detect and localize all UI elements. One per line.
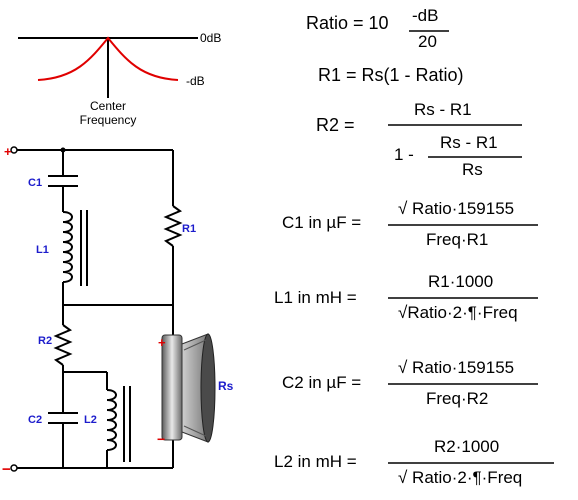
l2-label: L2 [84, 414, 97, 426]
input-minus-label: − [2, 461, 11, 478]
c2-denominator: Freq·R2 [426, 389, 489, 408]
r1-resistor [163, 205, 183, 247]
minus-db-label: -dB [186, 74, 205, 88]
l1-numerator: R1·1000 [428, 272, 494, 291]
c1-lhs: C1 in µF = [282, 213, 362, 232]
l2-lhs: L2 in mH = [274, 452, 357, 471]
ratio-formula: Ratio = 10 [306, 13, 389, 33]
ratio-exponent-denominator: 20 [418, 32, 437, 51]
c2-lhs: C2 in µF = [282, 373, 362, 392]
r2-lhs: R2 = [316, 115, 355, 135]
l1-label: L1 [36, 244, 49, 256]
speaker-minus-label: − [157, 431, 165, 447]
r1-label: R1 [182, 223, 196, 235]
r2-resistor [53, 324, 73, 366]
zero-db-label: 0dB [200, 31, 221, 45]
input-minus-terminal [10, 464, 18, 472]
junction-dot [60, 147, 66, 153]
l2-denominator: √ Ratio·2·¶·Freq [398, 468, 523, 487]
l1-coil [62, 211, 73, 283]
ratio-exponent-numerator: -dB [412, 6, 439, 25]
c1-label: C1 [28, 177, 42, 189]
response-plot: 0dB -dB Center Frequency [18, 31, 221, 127]
center-label-line1: Center [90, 99, 126, 113]
speaker-icon [161, 333, 216, 443]
c1-numerator: √ Ratio·159155 [398, 199, 515, 218]
input-plus-label: + [4, 144, 12, 159]
speaker-plus-label: + [158, 335, 166, 350]
fraction-bars [388, 30, 554, 464]
input-plus-terminal [10, 146, 18, 154]
r2-denominator-denominator: Rs [462, 160, 483, 179]
rs-label: Rs [218, 379, 234, 393]
r2-numerator: Rs - R1 [414, 100, 472, 119]
r2-denominator-numerator: Rs - R1 [440, 133, 498, 152]
circuit [14, 149, 183, 469]
l1-lhs: L1 in mH = [274, 288, 357, 307]
l1-denominator: √Ratio·2·¶·Freq [398, 303, 518, 322]
r2-denominator-prefix: 1 - [394, 145, 414, 164]
c2-numerator: √ Ratio·159155 [398, 358, 515, 377]
l2-coil [106, 389, 117, 451]
c2-label: C2 [28, 414, 42, 426]
c1-denominator: Freq·R1 [426, 230, 489, 249]
response-curve [37, 36, 179, 81]
l2-numerator: R2·1000 [434, 437, 500, 456]
r1-formula: R1 = Rs(1 - Ratio) [318, 65, 464, 85]
center-label-line2: Frequency [80, 113, 137, 127]
r2-label: R2 [38, 335, 52, 347]
